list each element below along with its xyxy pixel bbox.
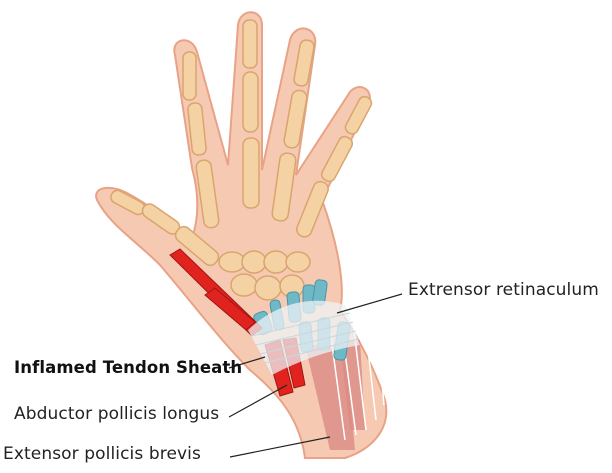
bone [264, 251, 288, 273]
leader-extensor-retinaculum [337, 294, 402, 313]
bone [255, 276, 281, 300]
bone [219, 252, 245, 272]
bone [242, 251, 266, 273]
leader-abductor [229, 385, 287, 417]
bone [231, 274, 257, 296]
bone [286, 252, 310, 272]
label-extensor-retinaculum: Extrensor retinaculum [408, 282, 599, 299]
bone [183, 52, 196, 100]
bone [243, 138, 259, 208]
label-abductor-pollicis-longus: Abductor pollicis longus [14, 406, 219, 423]
finger-bones-middle [243, 20, 259, 208]
label-inflamed-tendon-sheath: Inflamed Tendon Sheath [14, 360, 242, 377]
bone [243, 72, 258, 132]
bone [243, 20, 257, 68]
label-extensor-pollicis-brevis: Extensor pollicis brevis [3, 446, 201, 463]
